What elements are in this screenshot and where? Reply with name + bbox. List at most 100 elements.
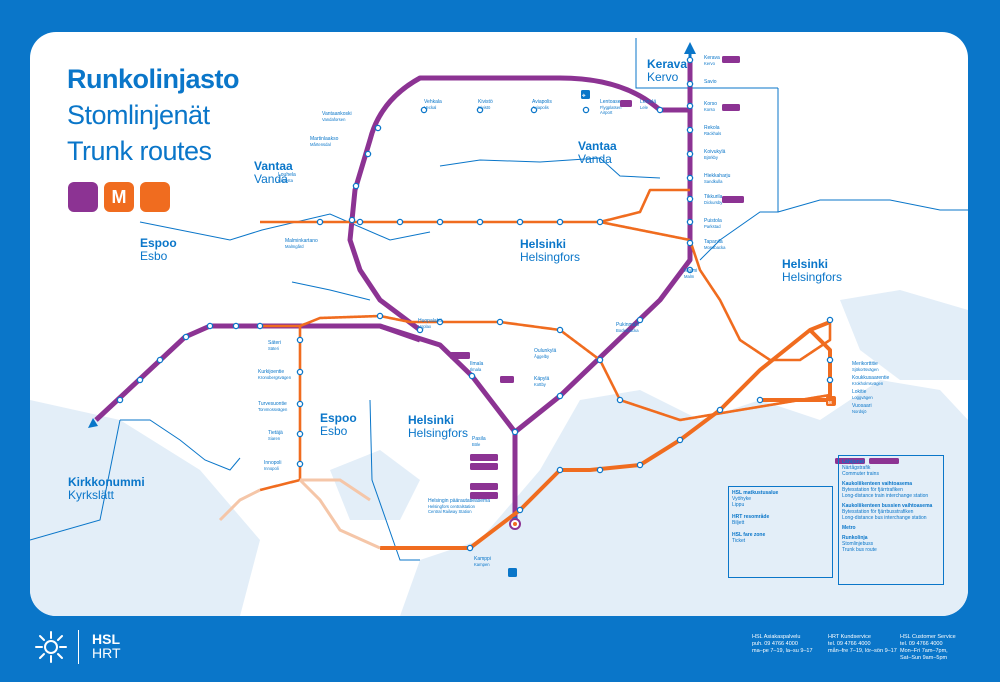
- station-dot: [686, 239, 694, 247]
- station-puistola: Puistola: [704, 218, 722, 224]
- station-rekola: Rekola: [704, 125, 720, 131]
- station-dot: [376, 312, 384, 320]
- station-dot: [686, 150, 694, 158]
- station-pasila: Pasila: [472, 436, 486, 442]
- station-louhela-sv: Klippsta: [278, 178, 294, 183]
- interchange-icons: ✈ M: [508, 90, 836, 577]
- station-dot: [686, 80, 694, 88]
- station-kapyla: Käpylä: [534, 376, 550, 382]
- station-dot: [511, 428, 519, 436]
- station-louhela: Louhela: [278, 172, 296, 178]
- metro-icon: M: [104, 182, 134, 212]
- station-ilmala-sv: Ilmala: [470, 367, 482, 372]
- station-dot: [582, 106, 590, 114]
- station-malmi-sv: Malm: [684, 274, 695, 279]
- station-vuosaari: Vuosaari: [852, 403, 872, 409]
- station-dot: [436, 318, 444, 326]
- symbol-legend: Lähijunat Närtågstrafik Commuter trains …: [838, 455, 944, 585]
- station-dot: [686, 102, 694, 110]
- station-rautatieasema-en: Central Railway Station: [428, 509, 472, 514]
- station-dot: [616, 396, 624, 404]
- station-innopoli-sv: Innopoli: [264, 466, 279, 471]
- line-550: [94, 60, 693, 520]
- station-dot: [466, 544, 474, 552]
- station-vehkala: Vehkala: [424, 99, 442, 105]
- station-dot: [556, 326, 564, 334]
- station-dot: [636, 461, 644, 469]
- map-title-fi: Runkolinjasto: [67, 64, 240, 94]
- station-savio: Savio: [704, 79, 717, 85]
- station-ilmala: Ilmala: [470, 361, 484, 367]
- station-rautatieasema-sv: Helsingfors centralstation: [428, 504, 476, 509]
- station-dot: [686, 195, 694, 203]
- station-dot: [364, 150, 372, 158]
- station-dot: [826, 316, 834, 324]
- station-vehkala-sv: Veckal: [424, 105, 436, 110]
- station-dot: [656, 106, 664, 114]
- footer-divider: [78, 630, 79, 664]
- station-leinela-sv: Lele: [640, 105, 649, 110]
- station-dot: [686, 218, 694, 226]
- region-boundaries: [30, 38, 968, 561]
- station-turvesuontie: Turvesuontie: [258, 401, 287, 407]
- station-dot: [686, 174, 694, 182]
- station-dot: [476, 218, 484, 226]
- mode-icons: M: [68, 182, 170, 212]
- station-kerava: Kerava: [704, 55, 720, 61]
- faded-routes: [218, 478, 381, 550]
- southwest-arrow-icon: [88, 418, 98, 428]
- station-lentoasema-en: Airport: [600, 110, 613, 115]
- station-kerava-sv: Kervo: [704, 61, 716, 66]
- station-pukinmaki-sv: Bocksbacka: [616, 328, 639, 333]
- fare-zone-legend: HSL matkustusalue Vyöhyke Lippu HRT reso…: [728, 486, 833, 578]
- station-kivisto: Kivistö: [478, 99, 493, 105]
- station-dot: [596, 218, 604, 226]
- station-kurkijoentie: Kurkijoentie: [258, 369, 284, 375]
- map-title-en: Trunk routes: [67, 136, 212, 166]
- station-dot: [256, 322, 264, 330]
- station-dot: [556, 218, 564, 226]
- station-dot: [476, 106, 484, 114]
- station-dot: [516, 506, 524, 514]
- station-dot: [348, 216, 356, 224]
- station-pukinmaki: Pukinmäki: [616, 322, 639, 328]
- station-dot: [206, 322, 214, 330]
- station-koivukyla-sv: Björkby: [704, 155, 719, 160]
- station-kamppi: Kamppi: [474, 556, 491, 562]
- station-kapyla-sv: Kottby: [534, 382, 547, 387]
- water-areas: [30, 290, 968, 616]
- station-dot: [716, 406, 724, 414]
- station-dot: [156, 356, 164, 364]
- station-koukkusaarentie-sv: Krokholmsvägen: [852, 381, 884, 386]
- station-kurkijoentie-sv: Kronobergsvägen: [258, 375, 292, 380]
- station-rautatieasema: Helsingin päärautatieasema: [428, 498, 490, 504]
- station-tapanila: Tapanila: [704, 239, 723, 245]
- station-dot: [556, 392, 564, 400]
- station-dot: [416, 326, 424, 334]
- station-dot: [232, 322, 240, 330]
- station-dot: [352, 182, 360, 190]
- station-dot: [374, 124, 382, 132]
- station-dot: [826, 376, 834, 384]
- station-dot: [296, 336, 304, 344]
- station-lokitie: Lokitie: [852, 389, 867, 395]
- station-dot: [826, 356, 834, 364]
- station-malminkartano: Malminkartano: [285, 238, 318, 244]
- station-dot: [596, 466, 604, 474]
- station-pasila-sv: Böle: [472, 442, 481, 447]
- station-dot: [296, 430, 304, 438]
- station-merikorttitie-sv: Sjökortsvägen: [852, 367, 879, 372]
- station-dot: [356, 218, 364, 226]
- station-merikorttitie: Merikorttitie: [852, 361, 878, 367]
- station-hiekkaharju-sv: Sandkulla: [704, 179, 723, 184]
- station-korso: Korso: [704, 101, 717, 107]
- station-dot: [596, 356, 604, 364]
- station-labels: Kerava Kervo Savio Korso Korso Rekola Rä…: [258, 55, 889, 567]
- station-dot: [676, 436, 684, 444]
